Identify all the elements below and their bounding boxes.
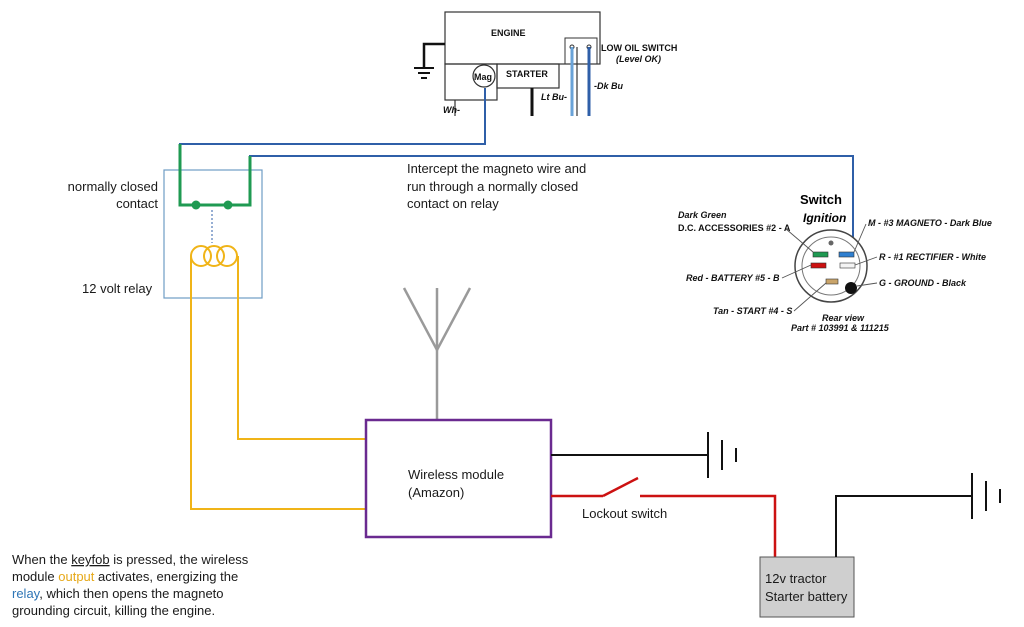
engine-label: ENGINE (491, 28, 526, 38)
terminal-start (825, 278, 839, 285)
lockout-switch-label: Lockout switch (582, 506, 667, 521)
intercept-note-line-2: run through a normally closed (407, 179, 578, 194)
wireless-module-box (364, 418, 553, 539)
dark-green-label: Dark Green (678, 210, 727, 220)
leader-start (793, 282, 827, 312)
leader-magneto (853, 223, 867, 253)
starter-box (496, 63, 560, 89)
explanation-note: When the keyfob is pressed, the wireless… (12, 552, 249, 618)
wireless-module-label-1: Wireless module (408, 467, 504, 482)
part-number-label: Part # 103991 & 111215 (791, 323, 890, 333)
tractor-battery-box (759, 556, 855, 618)
relay-contact-path (178, 144, 252, 207)
starter-label: STARTER (506, 69, 548, 79)
rectifier-terminal-label: R - #1 RECTIFIER - White (879, 252, 986, 262)
ground-terminal-label: G - GROUND - Black (879, 278, 967, 288)
intercept-note-line-3: contact on relay (407, 196, 499, 211)
relay-coil-loop-3 (216, 245, 238, 267)
level-ok-label: (Level OK) (616, 54, 661, 64)
low-oil-label: LOW OIL SWITCH (601, 43, 677, 53)
wh-label: Wh- (443, 105, 460, 115)
module-ground-icon (707, 432, 737, 478)
relay-label: 12 volt relay (82, 281, 153, 296)
magneto-terminal-label: M - #3 MAGNETO - Dark Blue (868, 218, 992, 228)
explanation-line-4: grounding circuit, killing the engine. (12, 603, 215, 618)
keyfob-word: keyfob (71, 552, 109, 567)
battery-label-1: 12v tractor (765, 571, 827, 586)
battery-label-2: Starter battery (765, 589, 848, 604)
leader-accessories (785, 228, 814, 253)
contact-label-1: normally closed (68, 179, 158, 194)
engine-ground-lead (422, 42, 445, 68)
leader-battery (781, 264, 812, 279)
switch-body-inner (801, 236, 861, 296)
contact-point-1 (191, 200, 201, 210)
battery-ground-icon (971, 473, 1001, 519)
wireless-module-label-2: (Amazon) (408, 485, 464, 500)
ignition-switch: Switch Ignition Dark Green D.C. ACCESSOR… (678, 192, 992, 333)
switch-key-pin (828, 240, 834, 246)
lockout-switch-blade (602, 476, 639, 498)
relay-coil-loop-2 (203, 245, 225, 267)
explanation-line-2: module output activates, energizing the (12, 569, 238, 584)
output-word: output (58, 569, 95, 584)
switch-subtitle: Ignition (803, 211, 846, 225)
contact-point-2 (223, 200, 233, 210)
leader-ground (856, 282, 878, 287)
dk-bu-label: -Dk Bu (594, 81, 624, 91)
switch-title: Switch (800, 192, 842, 207)
power-wire-battery (640, 494, 777, 557)
relay-word: relay (12, 586, 41, 601)
relay-box (163, 169, 263, 299)
rear-view-label: Rear view (822, 313, 865, 323)
magneto-circle (472, 64, 496, 88)
engine-schematic: ENGINE Mag STARTER LOW OIL SWITCH (Level… (414, 11, 677, 116)
lt-bu-label: Lt Bu- (541, 92, 567, 102)
magneto-wire-engine-side (179, 88, 486, 166)
explanation-line-3: relay, which then opens the magneto (12, 586, 224, 601)
terminal-battery (810, 262, 827, 269)
start-terminal-label: Tan - START #4 - S (713, 306, 792, 316)
leader-rectifier (854, 256, 878, 266)
low-oil-switch-box (564, 37, 598, 65)
contact-label-2: contact (116, 196, 158, 211)
accessories-label: D.C. ACCESSORIES #2 - A (678, 223, 791, 233)
intercept-note-line-1: Intercept the magneto wire and (407, 161, 586, 176)
terminal-accessories (812, 251, 829, 258)
explanation-line-1: When the keyfob is pressed, the wireless (12, 552, 249, 567)
mag-label: Mag (474, 72, 492, 82)
coil-wire-left (190, 256, 366, 510)
battery-ground-wire (835, 495, 972, 557)
coil-wire-right (237, 256, 366, 440)
terminal-magneto (838, 251, 855, 258)
terminal-ground (845, 282, 857, 294)
terminal-rectifier (839, 262, 856, 269)
relay: normally closed contact 12 volt relay (68, 144, 263, 299)
antenna-icon (402, 287, 472, 420)
battery-terminal-label: Red - BATTERY #5 - B (686, 273, 780, 283)
